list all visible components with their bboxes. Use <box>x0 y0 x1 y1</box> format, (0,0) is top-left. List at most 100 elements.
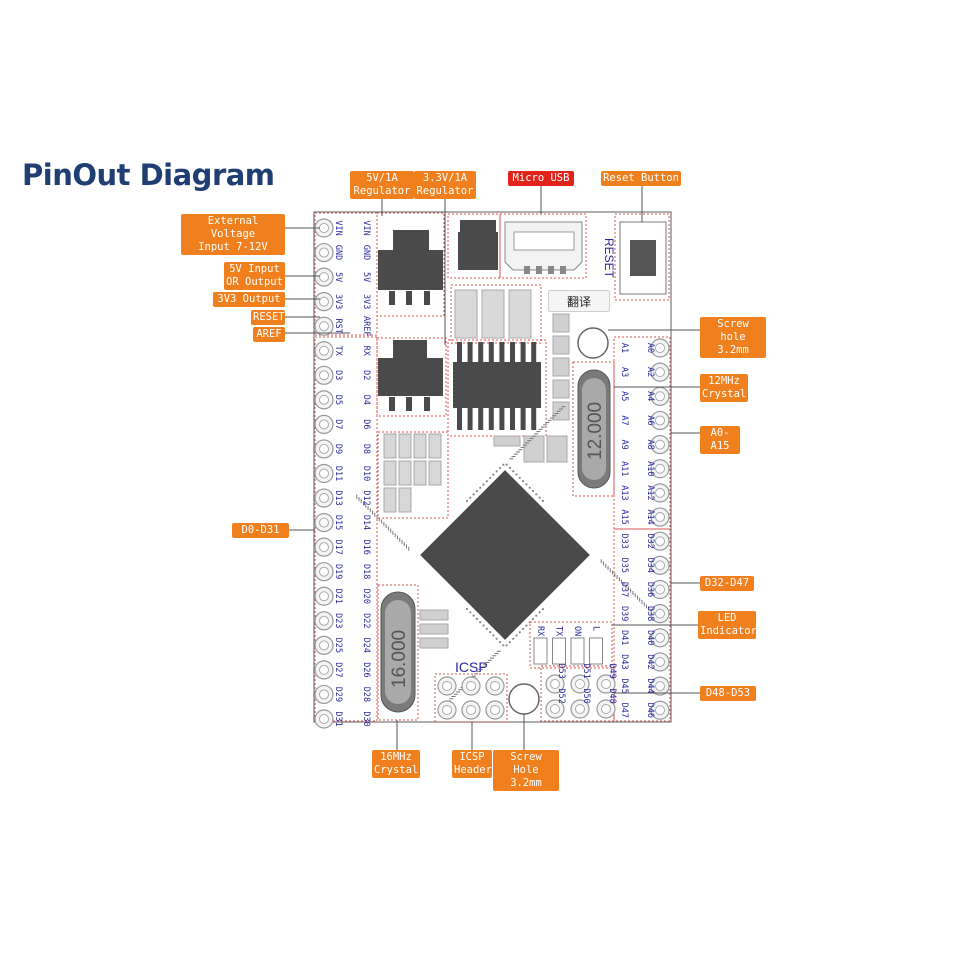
pin-label-left-outer: VIN <box>333 220 343 235</box>
pin-label-left-inner: D22 <box>361 613 371 628</box>
callout-5v-io: 5V Input OR Output <box>224 262 285 290</box>
pin-label-left-outer: D13 <box>333 490 343 505</box>
pin-label-right-outer: A6 <box>645 415 655 425</box>
pin-label-left-inner: GND <box>361 245 371 260</box>
pin-label-left-inner: D26 <box>361 662 371 677</box>
pin-label-left-inner: RX <box>361 346 371 357</box>
callout-12mhz-crystal: 12MHz Crystal <box>700 374 748 402</box>
led <box>552 637 566 665</box>
pin-label-right-inner: A13 <box>619 485 629 500</box>
pin-label-bottom-top: D51 <box>581 663 591 678</box>
pin-label-right-outer: A12 <box>645 485 655 500</box>
pin-label-right-inner: A11 <box>619 461 629 476</box>
pin-label-right-outer: D42 <box>645 654 655 669</box>
pin-label-right-inner: D45 <box>619 678 629 693</box>
pin-label-right-outer: D40 <box>645 630 655 645</box>
callout-icsp-header: ICSP Header <box>452 750 492 778</box>
pin-label-left-outer: D9 <box>333 444 343 454</box>
pin-label-left-inner: D18 <box>361 564 371 579</box>
pin-label-left-outer: 3V3 <box>333 294 343 309</box>
pin-label-left-inner: D12 <box>361 490 371 505</box>
pin-label-right-inner: D33 <box>619 534 629 549</box>
led <box>570 637 585 665</box>
pin-label-right-inner: A9 <box>619 439 629 449</box>
pin-label-left-outer: D31 <box>333 711 343 726</box>
pin-label-right-inner: D35 <box>619 558 629 573</box>
crystal-12mhz-outline <box>572 361 615 497</box>
icsp-silk-label: ICSP <box>455 659 488 675</box>
led <box>533 637 548 665</box>
pin-label-right-inner: D39 <box>619 606 629 621</box>
callout-reset-button: Reset Button <box>601 171 681 186</box>
pin-label-left-inner: D16 <box>361 539 371 554</box>
pin-label-left-outer: D15 <box>333 515 343 530</box>
callout-reset: RESET <box>251 310 285 325</box>
led-label: TX <box>554 626 564 637</box>
pin-label-right-inner: D43 <box>619 654 629 669</box>
pin-label-left-outer: 5V <box>333 272 343 282</box>
pin-label-left-inner: D4 <box>361 395 371 405</box>
callout-external-voltage: External Voltage Input 7-12V <box>181 214 285 255</box>
translate-button[interactable]: 翻译 <box>548 290 610 312</box>
callout-aref: AREF <box>253 327 285 342</box>
pin-label-right-outer: D36 <box>645 582 655 597</box>
regulator-5v-body <box>378 250 443 290</box>
reset-silk-label: RESET <box>602 238 616 279</box>
pin-label-left-outer: D7 <box>333 419 343 429</box>
pin-label-left-inner: AREF <box>361 316 371 336</box>
reset-button-outline <box>614 213 670 301</box>
callout-led-indicator: LED Indicator <box>698 611 757 639</box>
pin-label-left-inner: D2 <box>361 370 371 380</box>
pin-label-left-inner: VIN <box>361 220 371 235</box>
pin-label-left-inner: D10 <box>361 466 371 481</box>
callout-a0-a15: A0-A15 <box>700 426 740 454</box>
screw-hole-top <box>577 327 609 359</box>
callout-d0-d31: D0-D31 <box>232 523 289 538</box>
pin-label-left-outer: TX <box>333 346 343 357</box>
pin-label-left-inner: D8 <box>361 444 371 454</box>
pin-label-left-inner: 3V3 <box>361 294 371 309</box>
pin-label-bottom-bottom: D52 <box>556 688 566 703</box>
pin-label-right-outer: A0 <box>645 343 655 353</box>
led-label: RX <box>535 626 545 637</box>
pin-label-left-outer: D19 <box>333 564 343 579</box>
page-title: PinOut Diagram <box>22 158 275 192</box>
pin-label-left-outer: D25 <box>333 638 343 653</box>
regulator-33v-body <box>378 358 443 396</box>
pin-label-right-inner: A7 <box>619 415 629 425</box>
pin-label-right-outer: D32 <box>645 534 655 549</box>
led-label: L <box>591 626 601 631</box>
pin-label-left-outer: D21 <box>333 589 343 604</box>
pin-label-right-inner: D37 <box>619 582 629 597</box>
pin-label-left-inner: D20 <box>361 589 371 604</box>
pin-label-left-outer: RST <box>333 319 343 334</box>
regulator-5v-tab <box>393 230 429 252</box>
callout-33v-regulator: 3.3V/1A Regulator <box>414 171 476 199</box>
crystal-12mhz-value: 12.000 <box>585 402 606 460</box>
pin-label-right-outer: A10 <box>645 461 655 476</box>
callout-16mhz-crystal: 16MHz Crystal <box>372 750 420 778</box>
callout-screw-hole-bottom: Screw Hole 3.2mm <box>493 750 559 791</box>
pin-label-right-inner: A1 <box>619 343 629 353</box>
led-indicator-outline <box>529 621 613 669</box>
pin-label-right-outer: A14 <box>645 509 655 524</box>
pin-label-right-inner: A15 <box>619 509 629 524</box>
pin-label-left-inner: D28 <box>361 687 371 702</box>
pin-label-left-outer: GND <box>333 245 343 260</box>
regulator-5v-outline <box>376 212 445 317</box>
pin-label-left-inner: D24 <box>361 638 371 653</box>
pin-label-right-outer: A4 <box>645 391 655 401</box>
pin-label-right-inner: D41 <box>619 630 629 645</box>
digital-left-outline <box>314 336 378 722</box>
pin-label-left-outer: D17 <box>333 539 343 554</box>
pin-label-right-inner: A3 <box>619 367 629 377</box>
crystal-16mhz-value: 16.000 <box>389 630 410 688</box>
pin-label-right-outer: D38 <box>645 606 655 621</box>
pin-label-right-outer: D46 <box>645 703 655 718</box>
pin-label-left-outer: D29 <box>333 687 343 702</box>
pin-label-left-inner: 5V <box>361 272 371 282</box>
micro-usb-outline <box>499 213 587 279</box>
pin-label-bottom-top: D53 <box>556 663 566 678</box>
regulator-33v-tab <box>393 340 427 360</box>
